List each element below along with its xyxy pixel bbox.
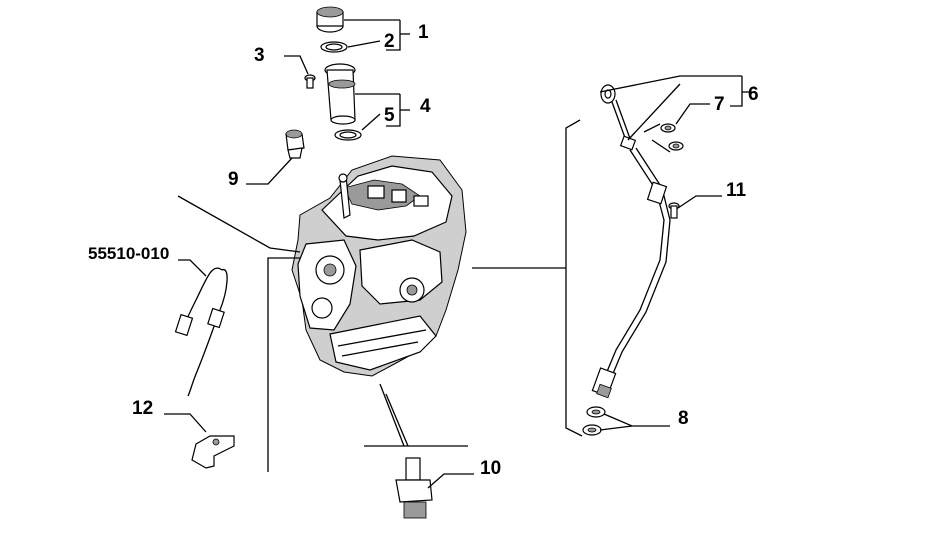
screw	[304, 74, 316, 89]
leader-7b	[651, 139, 671, 153]
callout-10: 10	[480, 458, 501, 479]
callout-12: 12	[132, 398, 153, 419]
leader-12	[164, 413, 207, 433]
washer	[660, 123, 684, 151]
leader-2	[347, 40, 381, 48]
callout-6: 6	[748, 84, 759, 105]
oil-pressure-sensor	[395, 457, 433, 519]
leader-part-code	[178, 259, 207, 277]
callout-part-code: 55510-010	[88, 244, 169, 263]
leader-6a	[599, 75, 742, 93]
callout-3: 3	[254, 45, 265, 66]
bracket-1-2	[386, 20, 401, 51]
leader-9	[246, 157, 293, 185]
cap-seal-ring	[320, 41, 348, 53]
dipstick-assembly	[591, 84, 671, 399]
wiring-harness	[174, 267, 228, 397]
plug	[285, 129, 305, 159]
callout-5: 5	[384, 105, 395, 126]
copper-washer	[582, 406, 606, 436]
leader-6b	[627, 83, 681, 141]
bracket-4-5	[386, 94, 401, 127]
engine-leader-lines	[177, 119, 583, 472]
callout-4: 4	[420, 96, 431, 117]
engine-block	[291, 155, 467, 377]
leader-5	[361, 113, 381, 131]
leader-8a	[603, 413, 670, 427]
callout-9: 9	[228, 169, 239, 190]
callout-2: 2	[384, 31, 395, 52]
callout-1: 1	[418, 22, 429, 43]
leader-7	[675, 103, 710, 125]
leader-3	[284, 55, 309, 75]
leader-8b	[599, 425, 633, 431]
leader-11	[677, 195, 722, 209]
oil-filler-cap	[316, 6, 344, 33]
callout-11: 11	[726, 180, 747, 201]
neck-seal-ring	[334, 129, 362, 141]
leader-10	[427, 473, 474, 489]
bracket	[191, 435, 235, 469]
bracket-6	[730, 76, 743, 107]
callout-8: 8	[678, 408, 689, 429]
bolt	[668, 202, 680, 219]
callout-7: 7	[714, 94, 725, 115]
leader-7a	[643, 123, 661, 133]
filler-neck	[324, 63, 356, 125]
